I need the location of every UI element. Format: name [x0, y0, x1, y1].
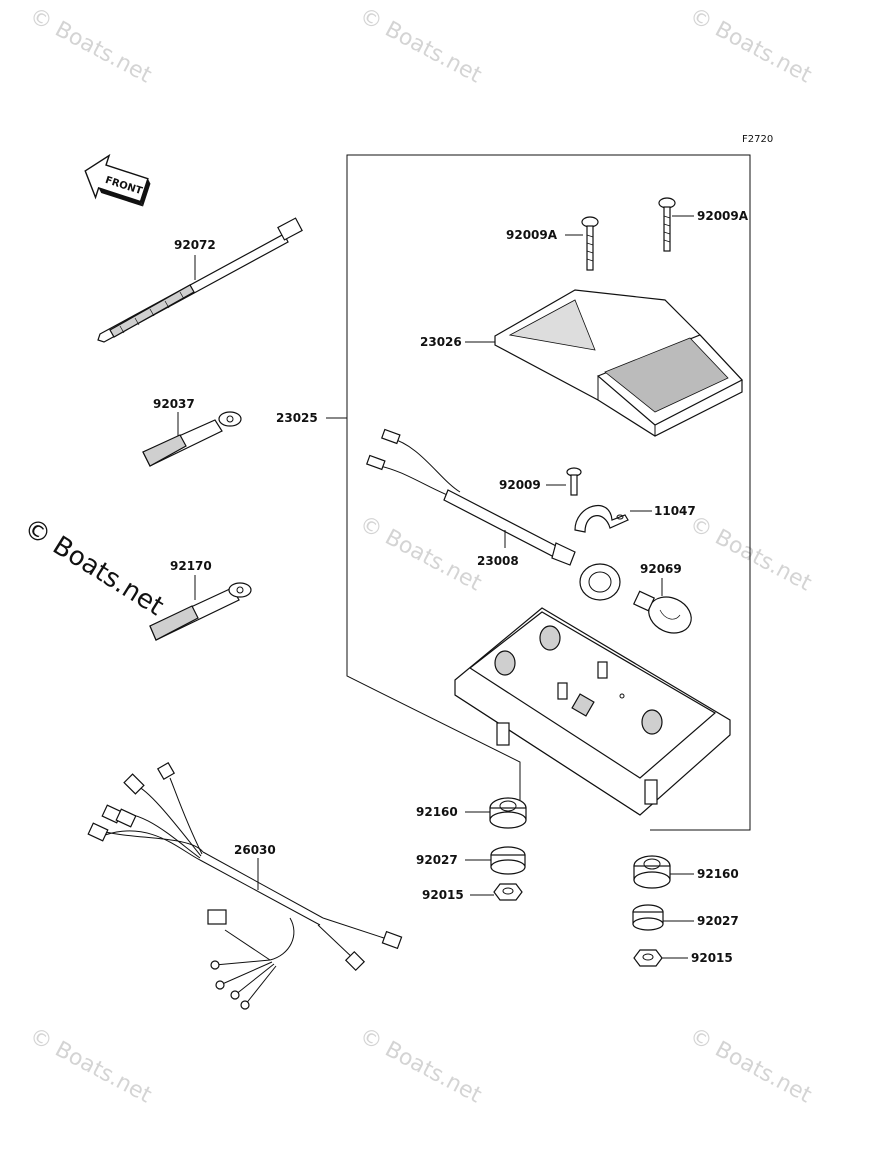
lens-23026 — [465, 289, 743, 437]
label-92069: 92069 — [640, 562, 682, 576]
label-92037: 92037 — [153, 397, 195, 411]
watermark-top-center: © Boats.net — [355, 3, 486, 88]
watermark-left-dark: © Boats.net — [18, 512, 168, 621]
socket-harness-23008 — [366, 428, 621, 601]
label-92009A-right: 92009A — [697, 209, 749, 223]
label-92015-right: 92015 — [691, 951, 733, 965]
bulb-92069 — [632, 578, 692, 634]
terminal-92170 — [149, 575, 252, 641]
nut-92015-left — [470, 883, 523, 901]
label-92160-left: 92160 — [416, 805, 458, 819]
label-23025: 23025 — [276, 411, 318, 425]
collar-92027-left — [465, 846, 526, 875]
watermark-top-left: © Boats.net — [25, 3, 156, 88]
label-26030: 26030 — [234, 843, 276, 857]
watermark-bottom-left: © Boats.net — [25, 1023, 156, 1108]
watermark-top-right: © Boats.net — [685, 3, 816, 88]
collar-92027-right — [632, 904, 694, 931]
label-92072: 92072 — [174, 238, 216, 252]
grommet-92160-left — [465, 797, 527, 829]
front-arrow-icon: FRONT — [84, 153, 151, 207]
screw-92009A-right — [658, 197, 694, 252]
cable-tie-92072 — [97, 217, 303, 343]
watermark-bottom-center: © Boats.net — [355, 1023, 486, 1108]
label-11047: 11047 — [654, 504, 696, 518]
label-92009A-left: 92009A — [506, 228, 558, 242]
label-23026: 23026 — [420, 335, 462, 349]
clamp-11047 — [574, 504, 652, 533]
label-23008: 23008 — [477, 554, 519, 568]
figure-code: F2720 — [742, 134, 773, 145]
wire-harness-26030 — [87, 761, 403, 1010]
watermark-mid-center: © Boats.net — [355, 511, 486, 596]
lamp-housing — [454, 607, 731, 816]
screw-92009 — [546, 467, 582, 496]
label-92027-right: 92027 — [697, 914, 739, 928]
label-92170: 92170 — [170, 559, 212, 573]
label-92160-right: 92160 — [697, 867, 739, 881]
label-92027-left: 92027 — [416, 853, 458, 867]
assembly-bracket-23025 — [326, 154, 751, 831]
screw-92009A-left — [565, 216, 599, 271]
label-92009: 92009 — [499, 478, 541, 492]
nut-92015-right — [633, 949, 688, 967]
grommet-92160-right — [633, 855, 694, 889]
terminal-92037 — [142, 411, 242, 467]
label-92015-left: 92015 — [422, 888, 464, 902]
watermarks: © Boats.net © Boats.net © Boats.net © Bo… — [25, 3, 816, 1108]
watermark-bottom-right: © Boats.net — [685, 1023, 816, 1108]
